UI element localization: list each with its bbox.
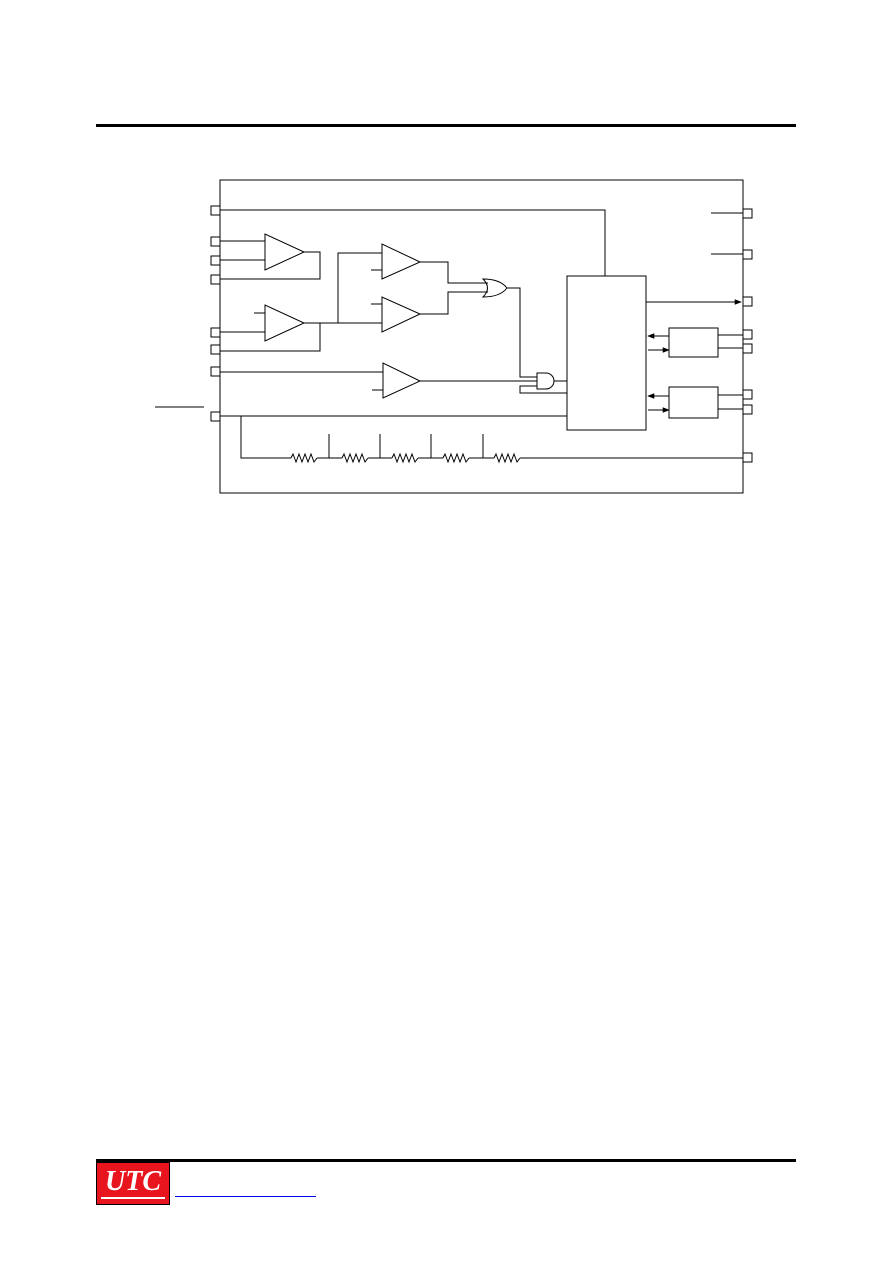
comparator-4 (381, 296, 422, 333)
pin-left-4[interactable] (210, 274, 221, 285)
resistor-5 (493, 452, 521, 464)
pin-right-5[interactable] (742, 343, 753, 354)
logo-text: UTC (105, 1166, 161, 1197)
control-logic-block (566, 275, 647, 431)
left-pins (210, 205, 221, 422)
comparator-3 (381, 243, 422, 280)
pin-left-6[interactable] (210, 344, 221, 355)
pin-right-1[interactable] (742, 208, 753, 219)
utc-logo: UTC (96, 1162, 170, 1205)
header-rule (96, 124, 796, 127)
comparator-1 (264, 233, 306, 271)
and-gate (536, 372, 555, 390)
or-gate (481, 278, 508, 298)
buffer-block-1 (668, 327, 719, 358)
footer-link-underline[interactable] (175, 1196, 316, 1197)
buffer-block-2 (668, 386, 719, 419)
pin-right-7[interactable] (742, 404, 753, 415)
pin-right-3[interactable] (742, 296, 753, 307)
pin-right-8[interactable] (742, 452, 753, 463)
pin-right-4[interactable] (742, 329, 753, 340)
pin-left-7[interactable] (210, 366, 221, 377)
pin-right-2[interactable] (742, 249, 753, 260)
resistor-3 (391, 452, 419, 464)
resistor-2 (341, 452, 369, 464)
resistor-ladder (240, 416, 743, 464)
pin-right-6[interactable] (742, 389, 753, 400)
right-pins (742, 208, 753, 463)
pin-left-8[interactable] (210, 411, 221, 422)
pin-left-1[interactable] (210, 205, 221, 216)
footer-rule (96, 1159, 796, 1162)
pin-left-5[interactable] (210, 327, 221, 338)
resistor-1 (290, 452, 318, 464)
logo-underline (101, 1197, 165, 1199)
pin-left-2[interactable] (210, 236, 221, 247)
comparator-2 (264, 304, 306, 342)
pin-left-3[interactable] (210, 255, 221, 266)
comparator-5 (382, 362, 422, 399)
resistor-4 (442, 452, 470, 464)
wire-pin1-to-logic (220, 209, 606, 276)
